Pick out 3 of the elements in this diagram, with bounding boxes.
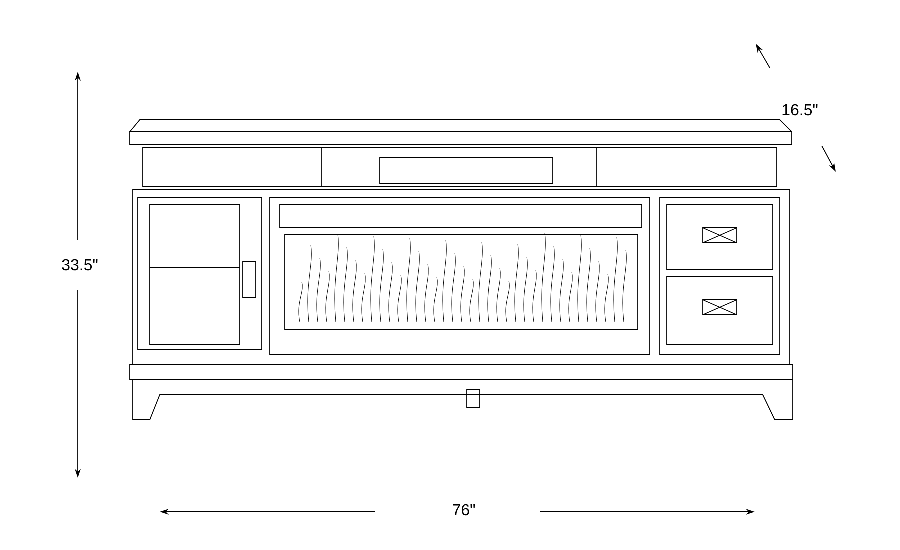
- dimension-label: 16.5": [782, 104, 818, 116]
- dimension-label: 33.5": [62, 259, 98, 271]
- dimension-label: 76": [453, 504, 476, 516]
